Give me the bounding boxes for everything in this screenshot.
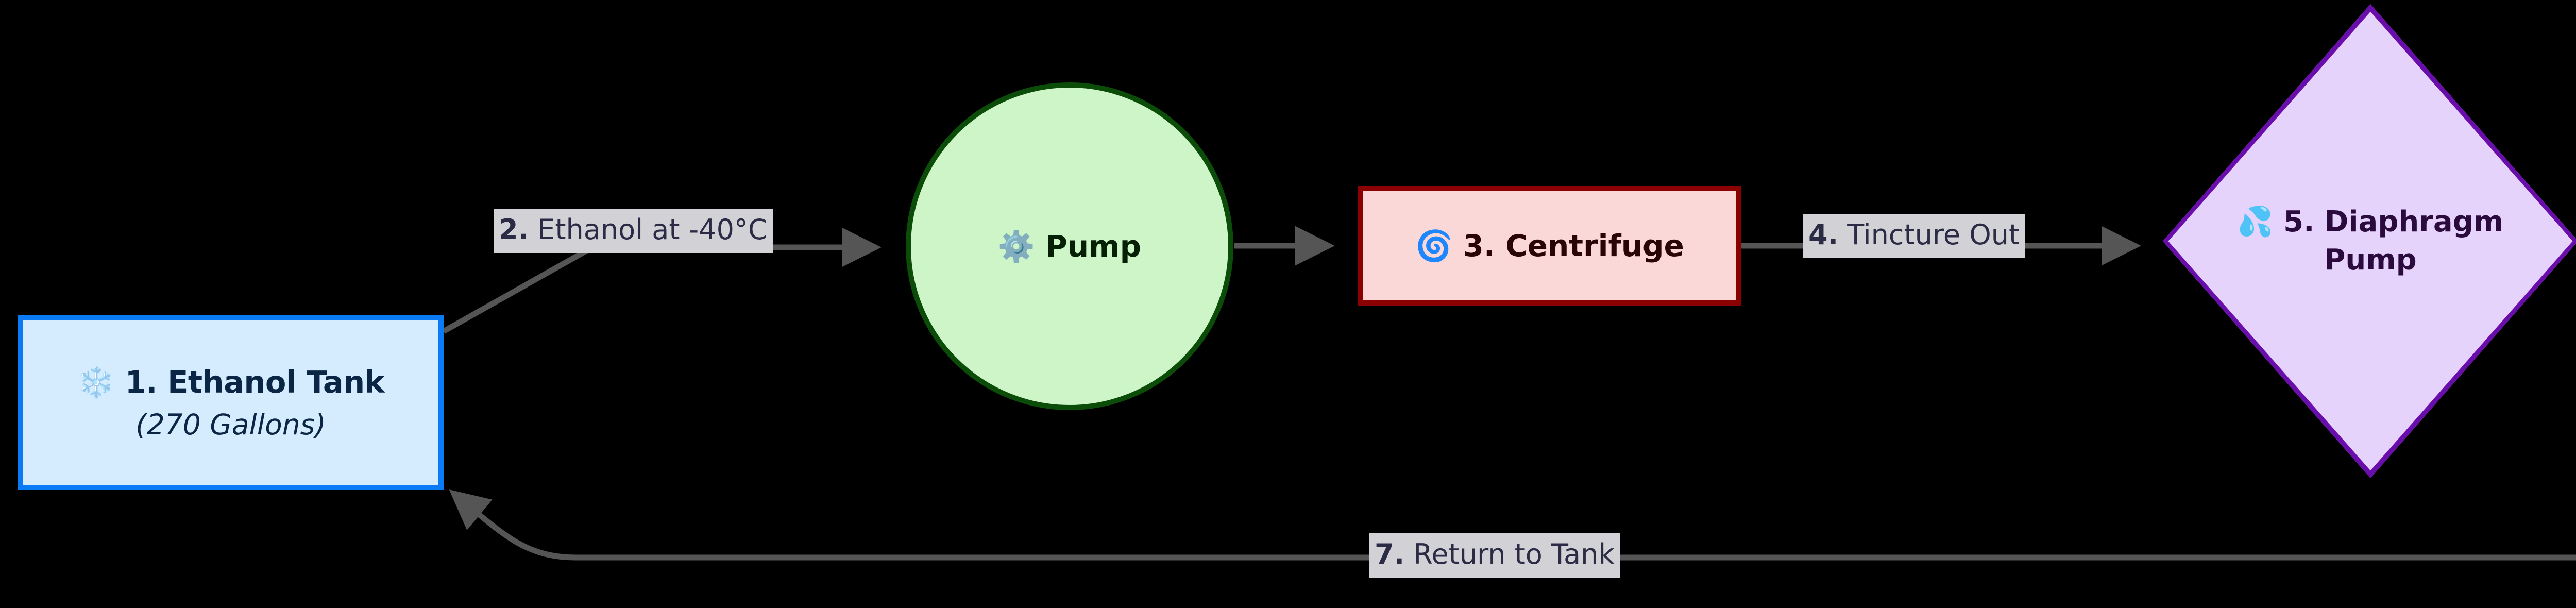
edge-label-ethanol-at-minus-40c: 2. Ethanol at -40°C (494, 209, 773, 253)
node-centrifuge-title: 🌀 3. Centrifuge (1415, 227, 1684, 265)
edge-label-tincture-out: 4. Tincture Out (1803, 214, 2025, 258)
node-diaphragm-pump-title: 💦 5. Diaphragm (2238, 203, 2503, 241)
node-diaphragm-pump-label-group: 💦 5. Diaphragm Pump (2163, 4, 2576, 478)
edge-label-2-step: 2. (499, 213, 529, 246)
node-pump-title: ⚙️ Pump (998, 227, 1141, 265)
node-ethanol-tank-subtitle: (270 Gallons) (135, 408, 326, 442)
node-diaphragm-pump-label-line2: Pump (2324, 243, 2417, 277)
node-centrifuge-label: 3. Centrifuge (1463, 228, 1684, 263)
node-pump-label: Pump (1045, 228, 1142, 264)
edge-label-4-step: 4. (1808, 218, 1839, 251)
edge-label-return-to-tank: 7. Return to Tank (1369, 533, 1620, 578)
node-pump[interactable]: ⚙️ Pump (906, 82, 1233, 410)
edge-label-7-text: Return to Tank (1404, 538, 1615, 570)
edge-label-7-step: 7. (1375, 538, 1405, 570)
node-centrifuge[interactable]: 🌀 3. Centrifuge (1358, 186, 1741, 306)
edge-label-2-text: Ethanol at -40°C (529, 213, 768, 246)
snowflake-icon: ❄️ (77, 364, 115, 400)
node-diaphragm-pump-label-line1: 5. Diaphragm (2283, 205, 2504, 239)
edge-tank-to-pump (442, 227, 882, 334)
node-ethanol-tank-title: ❄️ 1. Ethanol Tank (77, 363, 385, 402)
gear-icon: ⚙️ (997, 228, 1036, 264)
cyclone-icon: 🌀 (1415, 228, 1453, 263)
droplets-icon: 💦 (2237, 205, 2274, 239)
node-ethanol-tank-label: 1. Ethanol Tank (125, 364, 385, 400)
edge-label-4-text: Tincture Out (1838, 218, 2020, 251)
node-diaphragm-pump[interactable]: 💦 5. Diaphragm Pump (2163, 4, 2576, 478)
node-ethanol-tank[interactable]: ❄️ 1. Ethanol Tank (270 Gallons) (18, 315, 444, 490)
edge-strainer-to-tank (449, 489, 2576, 561)
